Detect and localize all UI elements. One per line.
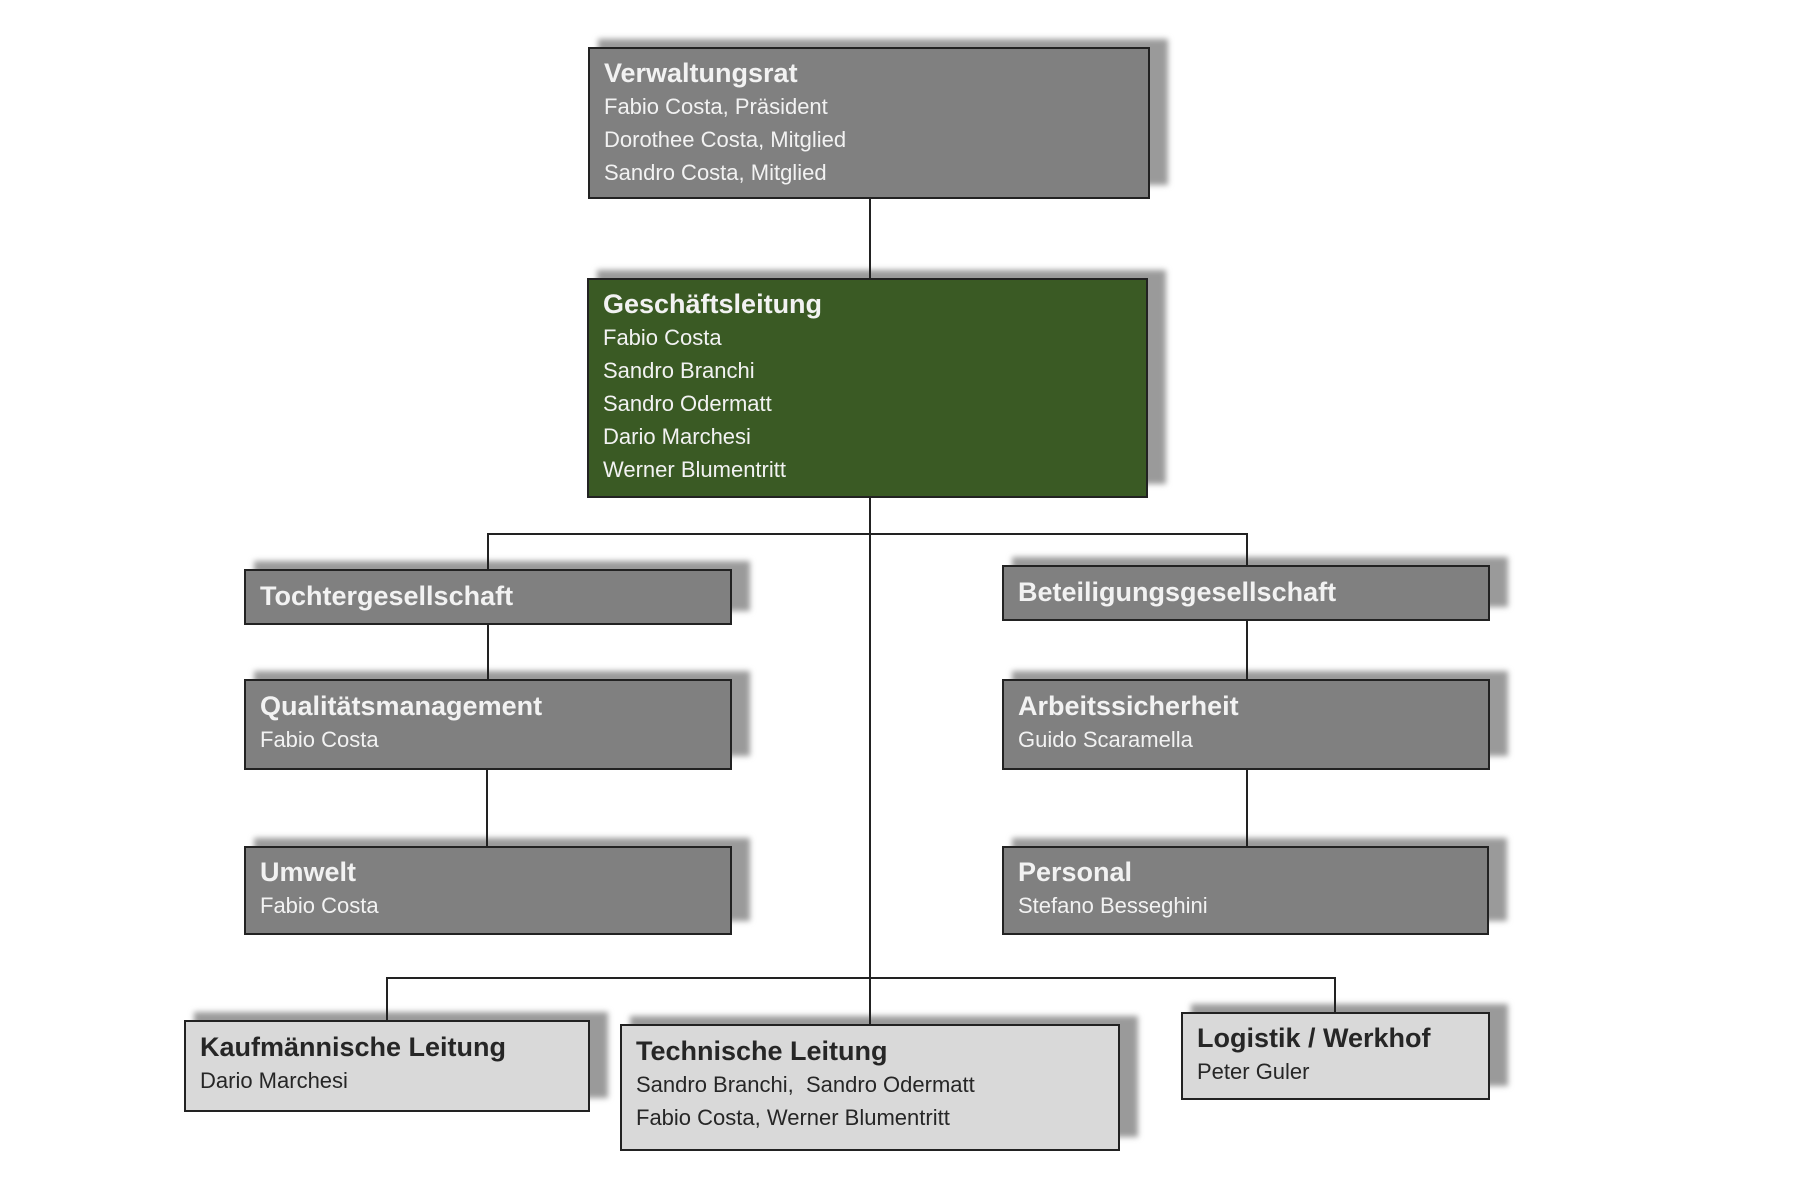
node-member: Stefano Besseghini [1018, 893, 1208, 918]
node-member: Dario Marchesi [603, 424, 751, 449]
connector-arbeit-personal [1246, 768, 1248, 847]
node-tochtergesellschaft[interactable]: Tochtergesellschaft [244, 569, 732, 625]
node-member: Fabio Costa [260, 893, 379, 918]
node-title: Kaufmännische Leitung [200, 1032, 507, 1062]
node-member: Werner Blumentritt [603, 457, 786, 482]
connector-to-kauf [386, 977, 388, 1021]
node-personal[interactable]: Personal Stefano Besseghini [1002, 846, 1489, 935]
node-arbeitssicherheit[interactable]: Arbeitssicherheit Guido Scaramella [1002, 679, 1490, 770]
node-title: Verwaltungsrat [604, 58, 798, 88]
node-umwelt[interactable]: Umwelt Fabio Costa [244, 846, 732, 935]
node-member: Guido Scaramella [1018, 727, 1193, 752]
node-member: Fabio Costa, Werner Blumentritt [636, 1105, 950, 1130]
connector-tochter-qualitaet [487, 623, 489, 680]
node-technische-leitung[interactable]: Technische Leitung Sandro Branchi, Sandr… [620, 1024, 1120, 1151]
connector-vr-gl [869, 198, 871, 278]
node-member: Fabio Costa [260, 727, 379, 752]
node-title: Personal [1018, 857, 1133, 887]
node-title: Logistik / Werkhof [1197, 1023, 1431, 1053]
node-member: Dario Marchesi [200, 1068, 348, 1093]
node-member: Fabio Costa [603, 325, 722, 350]
connector-gl-main-vertical [869, 497, 871, 1024]
connector-upper-horizontal [487, 533, 1248, 535]
node-member: Sandro Odermatt [603, 391, 772, 416]
node-member: Sandro Costa, Mitglied [604, 160, 827, 185]
node-title: Qualitätsmanagement [260, 691, 543, 721]
node-member: Sandro Branchi [603, 358, 755, 383]
node-title: Geschäftsleitung [603, 289, 823, 319]
node-title: Tochtergesellschaft [260, 581, 514, 611]
node-title: Arbeitssicherheit [1018, 691, 1239, 721]
node-title: Beteiligungsgesellschaft [1018, 577, 1337, 607]
node-kaufmaennische-leitung[interactable]: Kaufmännische Leitung Dario Marchesi [184, 1020, 590, 1112]
connector-to-tochter [487, 533, 489, 569]
connector-to-logistik [1334, 977, 1336, 1013]
node-member: Peter Guler [1197, 1059, 1310, 1084]
node-title: Technische Leitung [636, 1036, 888, 1066]
node-member: Dorothee Costa, Mitglied [604, 127, 847, 152]
node-member: Sandro Branchi, Sandro Odermatt [636, 1072, 975, 1097]
node-verwaltungsrat[interactable]: Verwaltungsrat Fabio Costa, Präsident Do… [588, 47, 1150, 199]
node-member: Fabio Costa, Präsident [604, 94, 828, 119]
node-qualitaetsmanagement[interactable]: Qualitätsmanagement Fabio Costa [244, 679, 732, 770]
connector-to-beteiligung [1246, 533, 1248, 565]
node-beteiligungsgesellschaft[interactable]: Beteiligungsgesellschaft [1002, 565, 1490, 621]
connector-beteiligung-arbeit [1246, 618, 1248, 680]
connector-qualitaet-umwelt [486, 768, 488, 847]
node-logistik-werkhof[interactable]: Logistik / Werkhof Peter Guler [1181, 1012, 1490, 1100]
node-geschaeftsleitung[interactable]: Geschäftsleitung Fabio Costa Sandro Bran… [587, 278, 1148, 498]
connector-lower-horizontal [386, 977, 1336, 979]
node-title: Umwelt [260, 857, 357, 887]
